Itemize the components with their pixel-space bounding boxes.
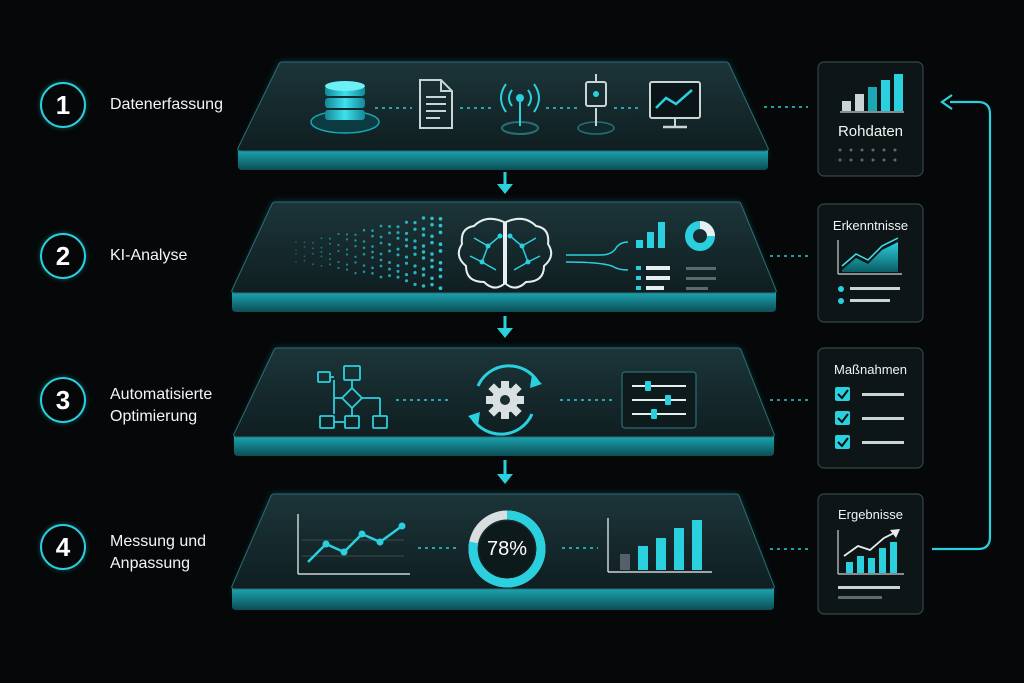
step-label-line: Optimierung bbox=[110, 408, 198, 425]
card-title-ergebnisse: Ergebnisse bbox=[837, 507, 904, 522]
down-arrow-icon bbox=[497, 460, 513, 484]
card-ergebnisse bbox=[817, 493, 924, 615]
gauge-percentage: 78% bbox=[486, 538, 528, 560]
card-massnahmen bbox=[817, 347, 924, 469]
step-number-1: 1 bbox=[40, 82, 86, 128]
brain-icon bbox=[457, 217, 553, 289]
document-icon bbox=[419, 79, 453, 129]
down-arrow-icon bbox=[497, 172, 513, 194]
step-label-line: KI-Analyse bbox=[110, 247, 188, 264]
card-connectors bbox=[764, 106, 808, 550]
flow-arrows bbox=[497, 172, 513, 484]
database-icon bbox=[310, 81, 380, 134]
antenna-icon bbox=[500, 83, 540, 135]
flow-lines bbox=[565, 241, 629, 271]
checkbox-checked-icon bbox=[835, 387, 850, 401]
bar-chart-icon bbox=[636, 222, 665, 248]
step-label-1: Datenerfassung bbox=[110, 94, 223, 116]
checkbox-checked-icon bbox=[835, 411, 850, 425]
sliders-icon bbox=[621, 371, 697, 429]
step-label-2: KI-Analyse bbox=[110, 245, 187, 267]
donut-chart-icon bbox=[685, 221, 715, 251]
step-label-4: Messung und Anpassung bbox=[110, 531, 206, 575]
step-number-2: 2 bbox=[40, 233, 86, 279]
list-icon bbox=[636, 266, 716, 290]
feedback-arrow-icon bbox=[932, 94, 992, 551]
monitor-chart-icon bbox=[649, 81, 701, 129]
step-label-line: Datenerfassung bbox=[110, 96, 223, 113]
card-title-massnahmen: Maßnahmen bbox=[834, 362, 907, 377]
card-erkenntnisse bbox=[817, 203, 924, 323]
step-label-line: Automatisierte bbox=[110, 386, 213, 403]
card-title-rohdaten: Rohdaten bbox=[837, 123, 904, 140]
step-label-3: Automatisierte Optimierung bbox=[110, 384, 212, 428]
step-number-3: 3 bbox=[40, 377, 86, 423]
card-title-erkenntnisse: Erkenntnisse bbox=[832, 218, 909, 233]
step-number-4: 4 bbox=[40, 524, 86, 570]
checkbox-checked-icon bbox=[835, 435, 850, 449]
down-arrow-icon bbox=[497, 316, 513, 338]
bar-chart-icon bbox=[607, 518, 712, 573]
particle-stream-icon bbox=[295, 216, 443, 291]
gear-cycle-icon bbox=[468, 364, 542, 436]
step-label-line: Anpassung bbox=[110, 555, 191, 572]
progress-ring-icon bbox=[468, 510, 546, 588]
line-chart-icon bbox=[297, 514, 410, 575]
sensor-icon bbox=[577, 74, 615, 135]
flowchart-icon bbox=[317, 365, 388, 429]
step-label-line: Messung und bbox=[110, 533, 207, 550]
card-rohdaten bbox=[817, 61, 924, 177]
